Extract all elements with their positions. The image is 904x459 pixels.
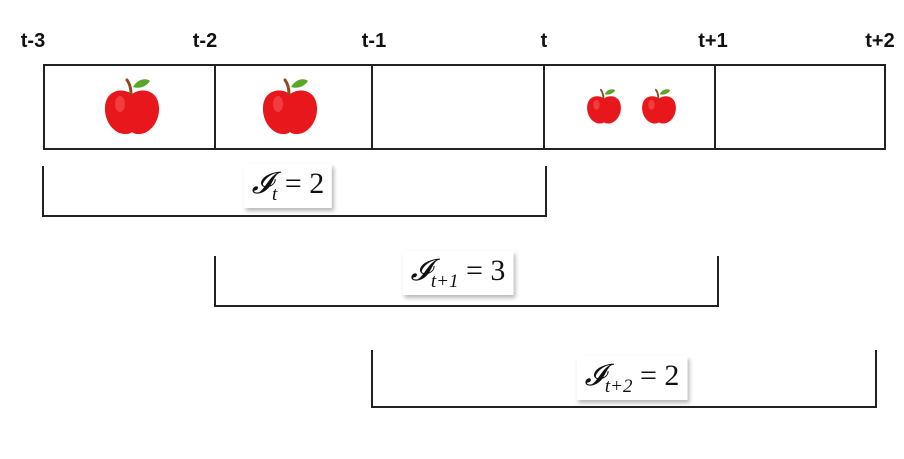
window-symbol: 𝓘 <box>410 253 431 288</box>
window-count-label-t-plus-1: 𝓘t+1 = 3 <box>402 251 514 295</box>
cell-divider <box>714 64 716 150</box>
tick-label-t-minus-3: t-3 <box>20 30 46 52</box>
apple-icon <box>642 88 676 124</box>
tick-label-t-minus-2: t-2 <box>192 30 218 52</box>
timeline-strip <box>43 64 886 150</box>
window-subscript: t+2 <box>604 376 633 397</box>
tick-label-t-plus-2: t+2 <box>865 30 895 52</box>
tick-label-t: t <box>540 30 548 52</box>
window-value: = 3 <box>465 254 506 287</box>
window-count-label-t: 𝓘t = 2 <box>243 164 333 208</box>
tick-label-t-minus-1: t-1 <box>361 30 387 52</box>
window-count-label-t-plus-2: 𝓘t+2 = 2 <box>576 356 688 400</box>
window-subscript: t+1 <box>430 271 459 292</box>
apple-icon <box>587 88 621 124</box>
cell-divider <box>543 64 545 150</box>
cell-divider <box>214 64 216 150</box>
window-symbol: 𝓘 <box>584 358 605 393</box>
tick-label-t-plus-1: t+1 <box>698 30 728 52</box>
cell-divider <box>371 64 373 150</box>
window-subscript: t <box>272 184 278 205</box>
window-bracket-t <box>42 166 547 217</box>
window-bracket-t-plus-2 <box>371 350 877 408</box>
window-bracket-t-plus-1 <box>214 256 719 307</box>
apple-icon <box>262 78 318 135</box>
window-symbol: 𝓘 <box>251 166 273 201</box>
window-value: = 2 <box>284 167 325 200</box>
apple-icon <box>104 78 160 135</box>
window-value: = 2 <box>639 359 680 392</box>
